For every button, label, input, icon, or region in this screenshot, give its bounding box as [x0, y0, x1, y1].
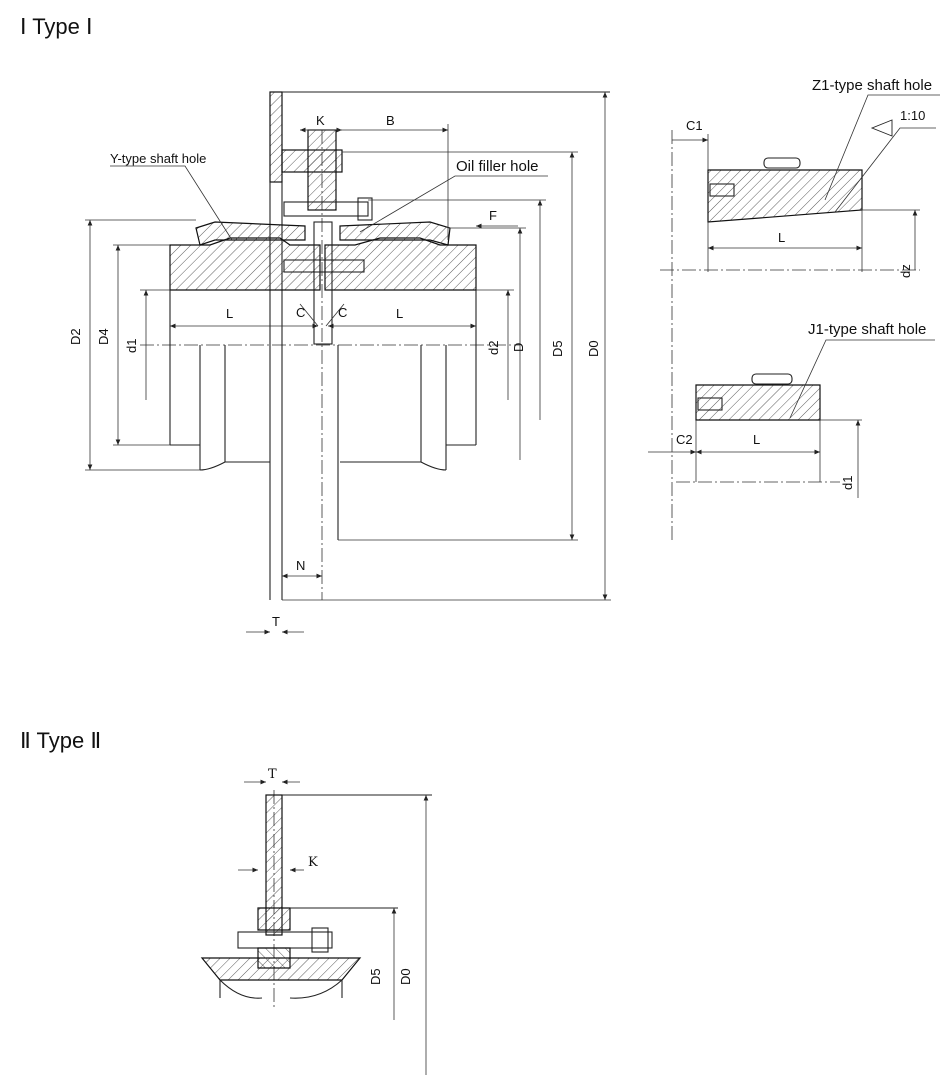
label-D: D: [511, 343, 526, 352]
label-d2: d2: [486, 341, 501, 355]
label-D4: D4: [96, 328, 111, 345]
type2-view: [200, 779, 432, 1075]
leader-j1: [789, 339, 935, 419]
type2-flange: [257, 907, 291, 931]
label-taper: 1:10: [900, 108, 925, 123]
hub-right: [324, 237, 477, 291]
label-K: K: [316, 113, 325, 128]
disc-plate-upper: [269, 91, 283, 183]
leader-y-hole: [110, 165, 233, 241]
j1-key: [751, 373, 793, 385]
label-B: B: [386, 113, 395, 128]
label-D5: D5: [550, 340, 565, 357]
type2-nut: [311, 927, 329, 953]
taper-triangle-icon: [870, 119, 893, 137]
label-L-left: L: [226, 306, 233, 321]
label-y-hole: Y-type shaft hole: [110, 151, 206, 166]
disc-hub: [307, 129, 337, 211]
leader-taper: [834, 127, 936, 213]
leader-z1: [824, 94, 940, 201]
type2-bolt: [237, 931, 333, 949]
label-type2-D5: D5: [368, 968, 383, 985]
hub-bottom-right: [340, 461, 447, 471]
heading-type-2: Ⅱ Type Ⅱ: [20, 728, 102, 753]
label-F: F: [489, 208, 497, 223]
center-pin: [313, 221, 333, 345]
label-type2-D0: D0: [398, 968, 413, 985]
bolt-upper: [283, 201, 369, 217]
label-C2: C2: [676, 432, 693, 447]
label-j1-L: L: [753, 432, 760, 447]
label-C1: C1: [686, 118, 703, 133]
j1-screw: [697, 397, 723, 411]
label-j1-hole: J1-type shaft hole: [808, 321, 926, 338]
bolt-lower: [283, 259, 365, 273]
shaft-hole-details: [648, 94, 940, 540]
z1-screw: [709, 183, 735, 197]
heading-type-1: Ⅰ Type Ⅰ: [20, 14, 93, 39]
label-D2: D2: [68, 328, 83, 345]
label-C-right: C: [338, 305, 347, 320]
type2-disc: [265, 794, 283, 936]
z1-key: [763, 157, 801, 169]
j1-hub: [695, 384, 821, 421]
label-z1-hole: Z1-type shaft hole: [812, 77, 932, 94]
label-oil-hole: Oil filler hole: [456, 158, 539, 175]
label-d1: d1: [124, 339, 139, 353]
hub-left: [169, 237, 321, 291]
label-z1-L: L: [778, 230, 785, 245]
leader-oil-hole: [359, 175, 548, 233]
label-dz: dz: [898, 264, 913, 278]
label-L-right: L: [396, 306, 403, 321]
label-type2-K: K: [308, 855, 318, 870]
type1-main-view: [85, 91, 611, 635]
leader-c-left: [299, 303, 319, 327]
sleeve-left: [195, 221, 306, 246]
leader-c-right: [325, 303, 345, 327]
label-type2-T: T: [268, 767, 277, 782]
nut-upper: [357, 197, 373, 221]
label-T: T: [272, 614, 280, 629]
label-C-left: C: [296, 305, 305, 320]
type2-hub-core: [257, 947, 291, 969]
type2-break-line: [219, 979, 343, 999]
label-N: N: [296, 558, 305, 573]
hub-bottom-left: [199, 461, 270, 471]
label-j1-d1: d1: [840, 476, 855, 490]
label-D0: D0: [586, 340, 601, 357]
